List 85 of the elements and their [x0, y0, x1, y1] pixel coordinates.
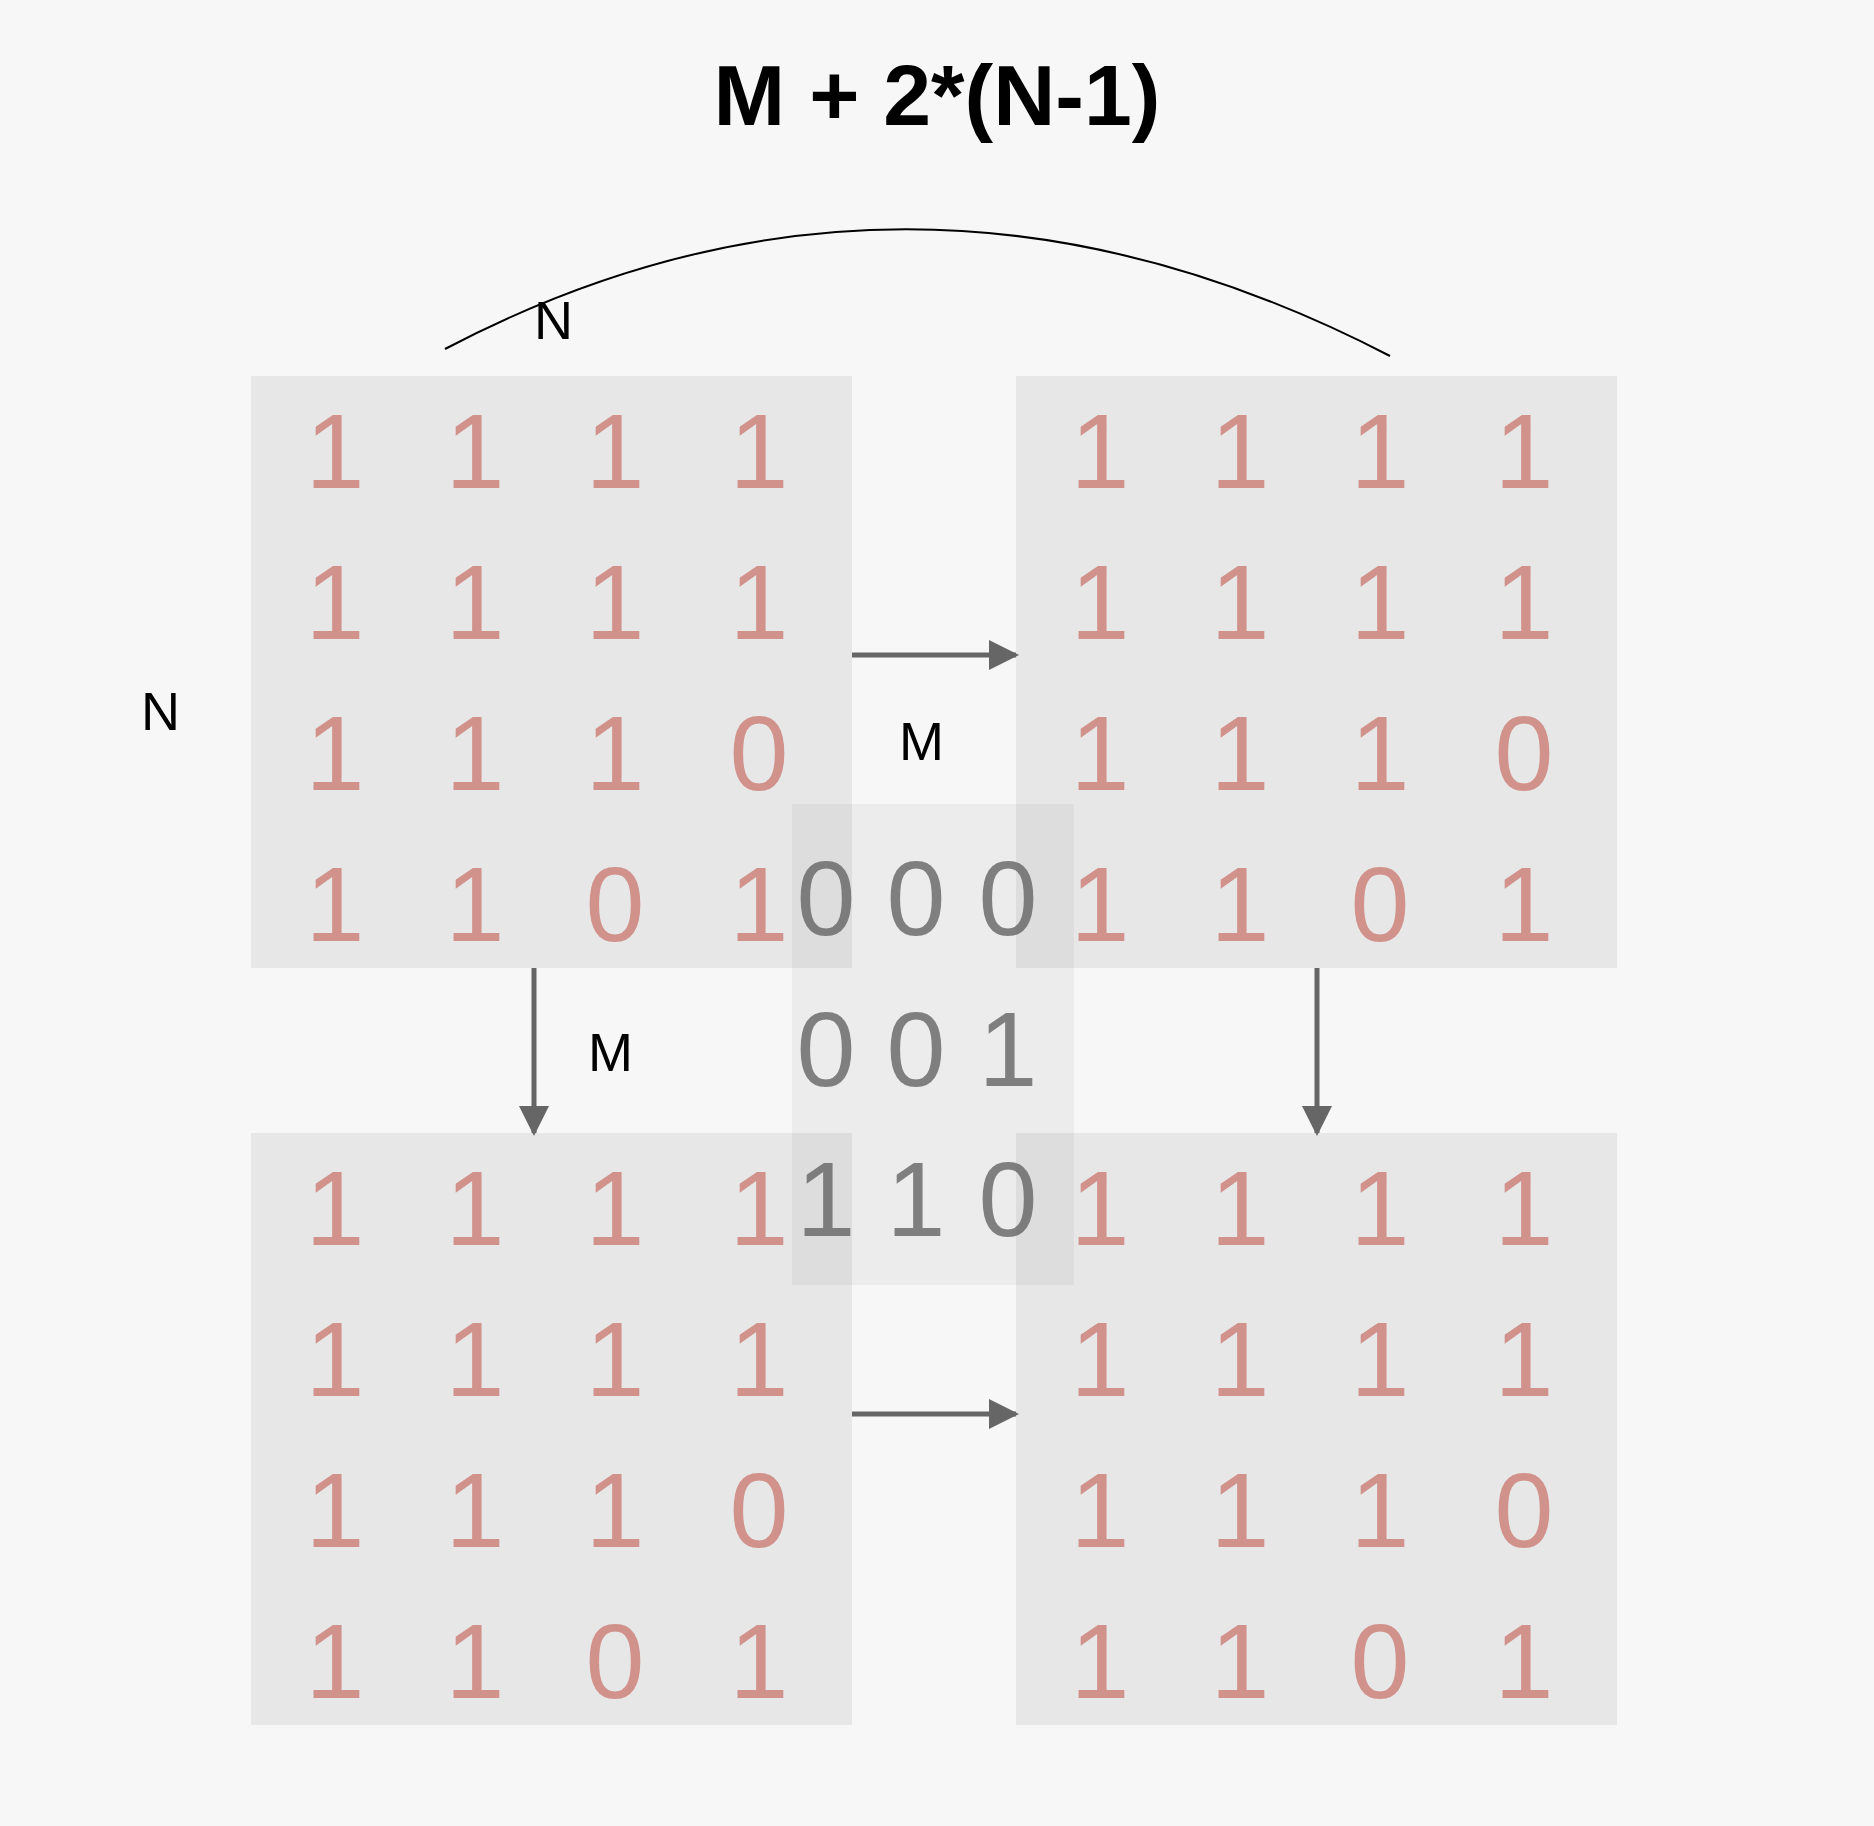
matrix-digit: 1: [1350, 542, 1410, 662]
matrix-digit: 1: [1350, 1450, 1410, 1570]
matrix-digit: 1: [729, 1601, 789, 1721]
matrix-digit: 1: [1210, 542, 1270, 662]
matrix-digit: 1: [1210, 1450, 1270, 1570]
matrix-digit: 0: [729, 1450, 789, 1570]
arrow: [1302, 968, 1332, 1136]
matrix-digit: 0: [1494, 693, 1554, 813]
matrix-digit: 0: [1350, 844, 1410, 964]
matrix-digit: 1: [1070, 391, 1130, 511]
matrix-digit: 1: [1210, 391, 1270, 511]
matrix-digit: 1: [1494, 1601, 1554, 1721]
matrix-digit: 1: [1070, 542, 1130, 662]
matrix-digit: 0: [585, 1601, 645, 1721]
matrix-digit: 1: [1070, 1148, 1130, 1268]
matrix-digit: 1: [1494, 1148, 1554, 1268]
matrix-digit: 1: [1494, 844, 1554, 964]
matrix-digit: 1: [445, 844, 505, 964]
matrix-digit: 1: [729, 844, 789, 964]
matrix-digit: 1: [305, 1299, 365, 1419]
matrix-digit: 1: [1494, 391, 1554, 511]
matrix-digit: 1: [305, 1601, 365, 1721]
matrix-digit: 1: [445, 693, 505, 813]
matrix-digit: 1: [1494, 542, 1554, 662]
matrix-digit: 1: [445, 1299, 505, 1419]
matrix-digit: 1: [305, 1450, 365, 1570]
matrix-digit: 1: [305, 693, 365, 813]
matrix-digit: 1: [305, 844, 365, 964]
matrix-digit: 1: [1070, 844, 1130, 964]
matrix-digit: 1: [886, 1139, 946, 1259]
arrow: [852, 1399, 1019, 1429]
matrix-digit: 1: [1494, 1299, 1554, 1419]
matrix-digit: 1: [1210, 1299, 1270, 1419]
arrow: [852, 640, 1019, 670]
matrix-grid: [792, 804, 1074, 1285]
matrix-digit: 1: [1350, 693, 1410, 813]
matrix-digit: 1: [978, 989, 1038, 1109]
matrix-digit: 1: [305, 391, 365, 511]
matrix-digit: 0: [978, 838, 1038, 958]
matrix-digit: 1: [729, 1299, 789, 1419]
matrix-digit: 1: [729, 542, 789, 662]
matrix-digit: 1: [585, 542, 645, 662]
matrix-digit: 1: [305, 542, 365, 662]
matrix-digit: 0: [729, 693, 789, 813]
matrix-digit: 1: [1210, 693, 1270, 813]
matrix-digit: 1: [796, 1139, 856, 1259]
matrix-grid: [251, 1133, 852, 1725]
dimension-label: N: [534, 290, 573, 350]
matrix-digit: 1: [1350, 391, 1410, 511]
matrix-digit: 1: [1070, 693, 1130, 813]
dimension-label: M: [899, 711, 944, 771]
matrix-digit: 0: [796, 838, 856, 958]
matrix-digit: 1: [1070, 1450, 1130, 1570]
matrix-digit: 1: [729, 1148, 789, 1268]
matrix-digit: 1: [585, 693, 645, 813]
matrix-digit: 1: [445, 1450, 505, 1570]
matrix-digit: 1: [585, 1148, 645, 1268]
matrix-digit: 0: [796, 989, 856, 1109]
matrix-digit: 1: [445, 391, 505, 511]
matrix-digit: 1: [1350, 1299, 1410, 1419]
matrix-digit: 1: [585, 1450, 645, 1570]
matrix-digit: 0: [978, 1139, 1038, 1259]
matrix-digit: 1: [305, 1148, 365, 1268]
matrix-digit: 1: [1210, 1601, 1270, 1721]
matrix-digit: 1: [1350, 1148, 1410, 1268]
matrix-digit: 1: [1070, 1299, 1130, 1419]
matrix-digit: 1: [585, 1299, 645, 1419]
matrix-digit: 1: [1210, 844, 1270, 964]
matrix-digit: 1: [729, 391, 789, 511]
matrix-digit: 1: [1210, 1148, 1270, 1268]
matrix-digit: 1: [585, 391, 645, 511]
matrix-digit: 0: [886, 838, 946, 958]
arrow: [519, 968, 549, 1136]
matrix-digit: 1: [445, 1148, 505, 1268]
matrix-digit: 0: [886, 989, 946, 1109]
matrix-digit: 0: [585, 844, 645, 964]
matrix-digit: 1: [445, 542, 505, 662]
matrix-digit: 0: [1350, 1601, 1410, 1721]
dimension-label: N: [141, 681, 180, 741]
dimension-label: M: [588, 1022, 633, 1082]
matrix-grid: [251, 376, 852, 968]
matrix-digit: 1: [1070, 1601, 1130, 1721]
title: M + 2*(N-1): [713, 47, 1161, 143]
matrix-digit: 1: [445, 1601, 505, 1721]
matrix-digit: 0: [1494, 1450, 1554, 1570]
